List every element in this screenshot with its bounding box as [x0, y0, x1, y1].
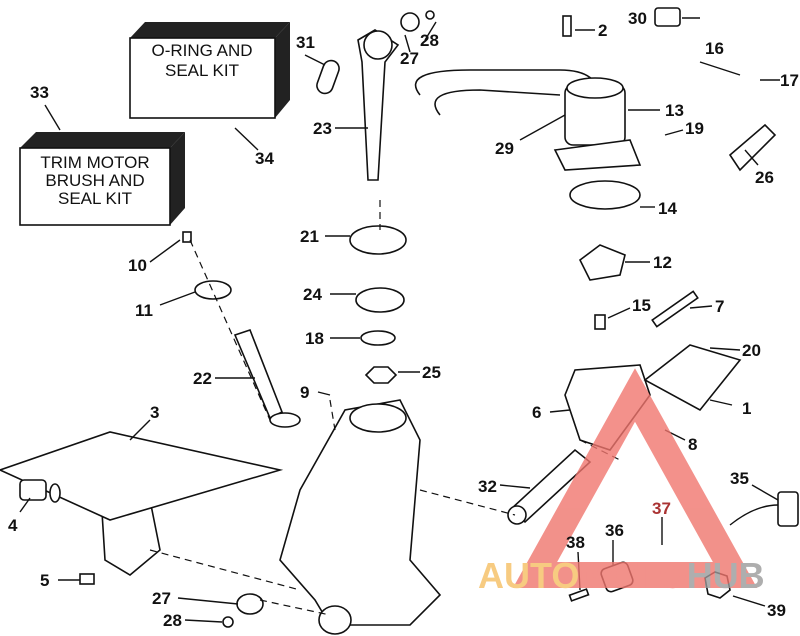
callout-10: 10: [128, 256, 147, 275]
callout-8: 8: [688, 435, 697, 454]
callout-21: 21: [300, 227, 319, 246]
callout-20: 20: [742, 341, 761, 360]
trim-kit-label-line3: SEAL KIT: [58, 189, 132, 208]
callout-2: 2: [598, 21, 607, 40]
callout-23: 23: [313, 119, 332, 138]
callout-34: 34: [255, 149, 274, 168]
trim-kit-label-line2: BRUSH AND: [45, 171, 144, 190]
callout-29: 29: [495, 139, 514, 158]
watermark-hub: HUB: [687, 555, 765, 596]
callout-5: 5: [40, 571, 49, 590]
trim-kit-label-line1: TRIM MOTOR: [40, 153, 149, 172]
callout-35: 35: [730, 469, 749, 488]
callout-37: 37: [652, 499, 671, 518]
callout-3: 3: [150, 403, 159, 422]
callout-33: 33: [30, 83, 49, 102]
callout-4: 4: [8, 516, 18, 535]
oring-kit-label-line1: O-RING AND: [151, 41, 252, 60]
callout-13: 13: [665, 101, 684, 120]
trim-motor-kit-box: TRIM MOTOR BRUSH AND SEAL KIT: [19, 132, 185, 226]
callout-36: 36: [605, 521, 624, 540]
callout-18: 18: [305, 329, 324, 348]
automotohub-watermark: AUTOMOTOHUB: [478, 368, 765, 596]
callout-12: 12: [653, 253, 672, 272]
callout-26: 26: [755, 168, 774, 187]
parts: [0, 7, 799, 635]
callout-16: 16: [705, 39, 724, 58]
callout-27-bottom: 27: [152, 589, 171, 608]
callout-6: 6: [532, 403, 541, 422]
callout-25: 25: [422, 363, 441, 382]
callout-1: 1: [742, 399, 751, 418]
leader-lines: [19, 17, 780, 623]
callout-24: 24: [303, 285, 322, 304]
callout-28-bottom: 28: [163, 611, 182, 630]
callouts: 1 2 3 4 5 6 7 8 9 10 11 12 13 14 15 16 1…: [8, 9, 799, 630]
watermark-auto: AUTO: [478, 555, 579, 596]
oring-seal-kit-box: O-RING AND SEAL KIT: [129, 22, 290, 119]
watermark-text: AUTOMOTOHUB: [478, 555, 765, 596]
oring-kit-label-line2: SEAL KIT: [165, 61, 239, 80]
callout-15: 15: [632, 296, 651, 315]
callout-31: 31: [296, 33, 315, 52]
callout-17: 17: [780, 71, 799, 90]
callout-32: 32: [478, 477, 497, 496]
callout-7: 7: [715, 297, 724, 316]
callout-11: 11: [135, 301, 153, 320]
callout-9: 9: [300, 383, 309, 402]
callout-22: 22: [193, 369, 212, 388]
callout-30: 30: [628, 9, 647, 28]
callout-39: 39: [767, 601, 786, 620]
callout-14: 14: [658, 199, 677, 218]
callout-27-top: 27: [400, 49, 419, 68]
callout-28-top: 28: [420, 31, 439, 50]
watermark-moto: MOTO: [579, 555, 686, 596]
callout-19: 19: [685, 119, 704, 138]
callout-38: 38: [566, 533, 585, 552]
